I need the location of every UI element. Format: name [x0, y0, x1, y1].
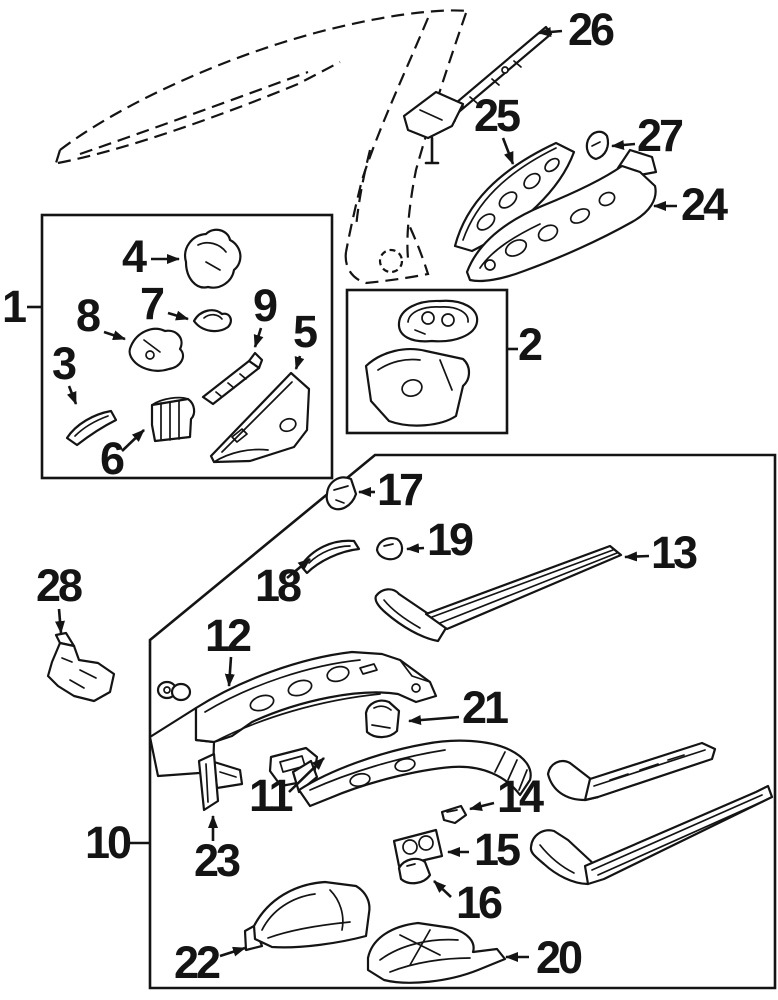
part-22-drawing [243, 880, 371, 952]
callout-19[interactable]: 19 [427, 514, 476, 565]
leader-27 [611, 139, 636, 150]
callout-3[interactable]: 3 [52, 338, 79, 389]
part-27-drawing [585, 130, 610, 161]
leader-9 [253, 327, 264, 348]
leader-21 [408, 715, 460, 726]
callout-14[interactable]: 14 [497, 771, 547, 822]
leader-12 [224, 656, 235, 687]
part-28-drawing [46, 631, 116, 703]
part-6-drawing [150, 396, 196, 443]
callout-20[interactable]: 20 [536, 932, 585, 983]
leader-26 [538, 26, 563, 37]
part-12-drawing [148, 650, 438, 778]
callout-2[interactable]: 2 [518, 319, 545, 370]
leader-18 [286, 557, 311, 580]
callout-15[interactable]: 15 [474, 824, 523, 875]
leader-19 [406, 543, 425, 554]
part-7-drawing [192, 309, 232, 333]
callout-18[interactable]: 18 [255, 560, 304, 611]
callout-5[interactable]: 5 [293, 306, 320, 357]
callout-17[interactable]: 17 [377, 464, 426, 515]
part-2-upper-drawing [397, 299, 479, 343]
callout-26[interactable]: 26 [568, 4, 617, 55]
part-14-drawing [440, 804, 468, 825]
part-9-drawing [201, 351, 264, 406]
leader-14 [469, 801, 495, 811]
part-3-drawing [65, 409, 118, 447]
callout-8[interactable]: 8 [76, 290, 103, 341]
callout-28[interactable]: 28 [36, 560, 85, 611]
fender-dashed-outline [54, 9, 469, 285]
group-2-box [345, 288, 509, 435]
leader-8 [103, 330, 126, 341]
part-5-drawing [209, 371, 311, 464]
callout-4[interactable]: 4 [122, 231, 150, 282]
group-1-box [40, 213, 334, 480]
part-19-drawing [375, 537, 404, 561]
callout-16[interactable]: 16 [456, 877, 505, 928]
callout-7[interactable]: 7 [140, 278, 167, 329]
leader-13 [624, 551, 650, 562]
part-21-drawing [364, 699, 401, 739]
callout-22[interactable]: 22 [174, 937, 223, 988]
part-17-drawing [325, 476, 358, 511]
grommet-pair-drawing [156, 680, 192, 702]
part-13-drawing [374, 544, 623, 643]
part-24-drawing [465, 148, 658, 283]
callout-11[interactable]: 11 [249, 770, 296, 821]
callout-23[interactable]: 23 [194, 835, 243, 886]
callout-6[interactable]: 6 [100, 433, 127, 484]
part-16-drawing [397, 857, 432, 885]
part-4-drawing [184, 228, 242, 289]
leader-6 [121, 429, 145, 452]
leader-3 [66, 385, 78, 405]
callout-27[interactable]: 27 [637, 110, 686, 161]
leader-5 [294, 355, 305, 370]
leader-16 [433, 880, 452, 898]
part-18-drawing [299, 539, 361, 575]
callout-10[interactable]: 10 [85, 817, 134, 868]
part-23-drawing [197, 752, 244, 812]
callout-25[interactable]: 25 [474, 90, 523, 141]
callout-24[interactable]: 24 [681, 179, 731, 230]
callout-9[interactable]: 9 [253, 280, 280, 331]
callout-12[interactable]: 12 [205, 610, 254, 661]
sill-rail-short-drawing [546, 741, 717, 802]
sill-rail-long-drawing [529, 784, 774, 886]
leader-22 [219, 946, 246, 958]
leader-25 [501, 137, 515, 165]
callout-1[interactable]: 1 [2, 281, 29, 332]
part-2-lower-drawing [364, 348, 471, 427]
leader-lines [27, 26, 677, 962]
part-8-drawing [128, 327, 185, 372]
callout-13[interactable]: 13 [651, 527, 700, 578]
callout-21[interactable]: 21 [462, 682, 511, 733]
leader-28 [55, 608, 65, 634]
part-26-drawing [402, 25, 553, 165]
part-15-drawing [392, 828, 444, 868]
part-20-drawing [366, 921, 507, 984]
leader-7 [167, 310, 189, 321]
group-10-outline [148, 453, 777, 990]
leader-11 [288, 757, 325, 793]
